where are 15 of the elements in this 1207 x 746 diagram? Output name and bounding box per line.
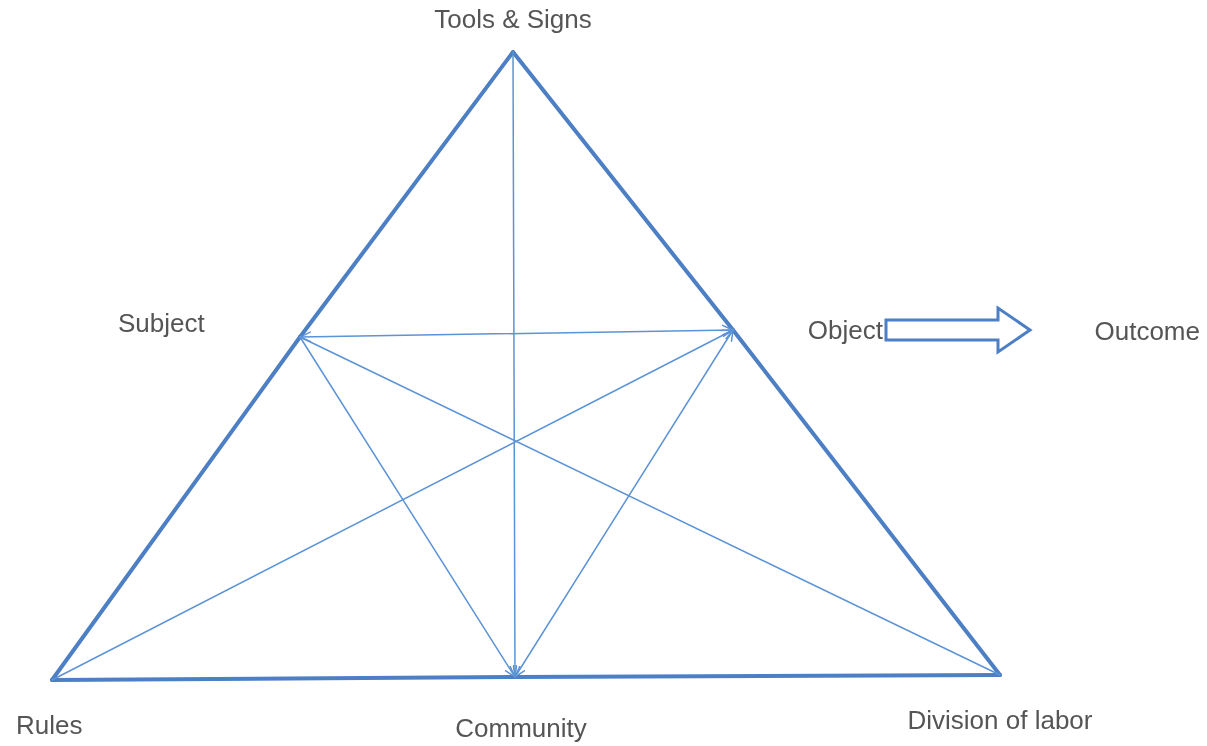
vertex-label: Tools & Signs [434, 4, 592, 34]
vertex-label: Community [455, 713, 587, 743]
triangle-side [511, 50, 735, 332]
vertex-label: Subject [118, 308, 205, 338]
vertex-label: Object [807, 315, 883, 345]
arrow [51, 329, 734, 681]
triangle-side [513, 673, 1002, 679]
vertex-label: Rules [16, 710, 83, 740]
arrow [514, 329, 734, 678]
arrow [299, 336, 516, 678]
vertex-label: Outcome [1094, 316, 1200, 346]
triangle-side [731, 328, 1002, 677]
vertex-label: Division of labor [907, 705, 1093, 735]
arrow [299, 324, 734, 343]
block-arrow [884, 305, 1033, 355]
